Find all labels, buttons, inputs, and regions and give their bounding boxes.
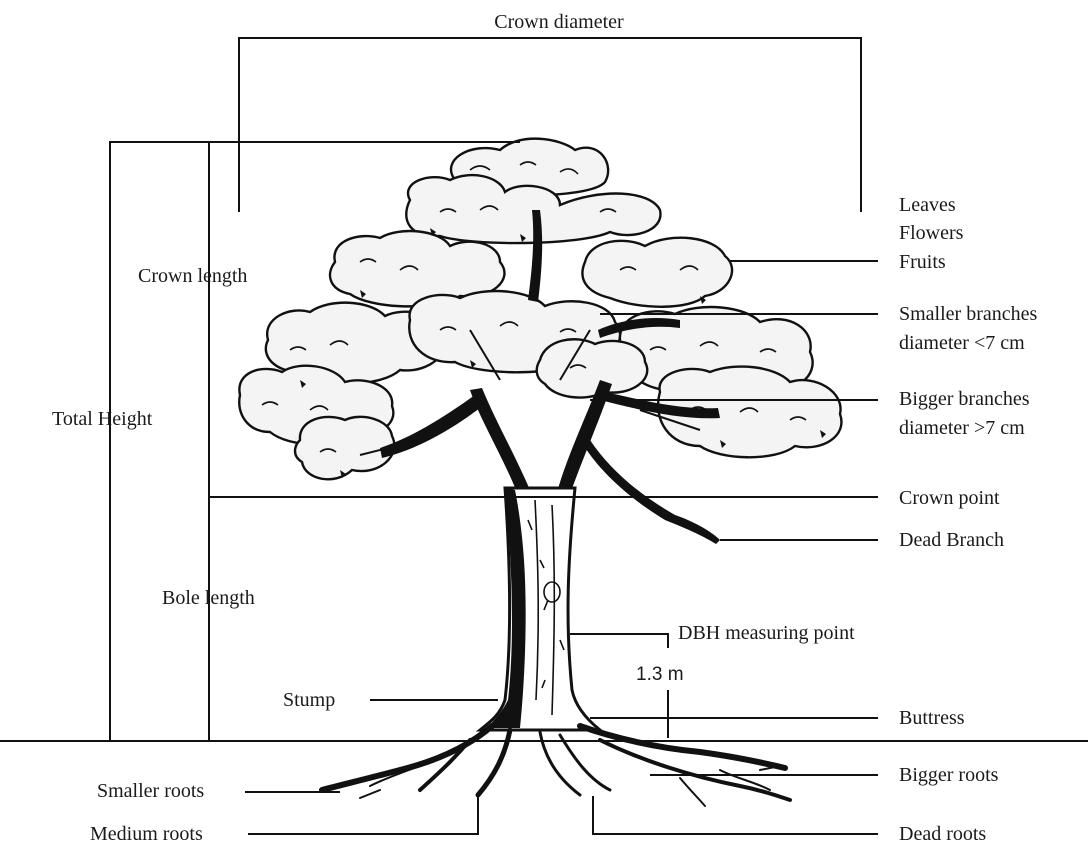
- label-dbh-point: DBH measuring point: [678, 622, 855, 644]
- label-bole-length: Bole length: [162, 587, 255, 609]
- label-crown-point: Crown point: [899, 487, 1000, 509]
- label-smaller-branches: Smaller branches: [899, 303, 1037, 325]
- label-bigger-roots: Bigger roots: [899, 764, 999, 786]
- label-dead-branch: Dead Branch: [899, 529, 1004, 551]
- dead-roots-pointer: [593, 796, 878, 834]
- label-smaller-roots: Smaller roots: [97, 780, 204, 802]
- tree-trunk: [480, 488, 600, 730]
- label-smaller-branches-diameter: diameter <7 cm: [899, 332, 1025, 354]
- label-stump: Stump: [283, 689, 335, 711]
- label-total-height: Total Height: [52, 408, 153, 430]
- label-fruits: Fruits: [899, 251, 946, 273]
- label-dbh-height: 1.3 m: [636, 664, 684, 685]
- label-buttress: Buttress: [899, 707, 965, 729]
- label-dead-roots: Dead roots: [899, 823, 986, 845]
- tree-crown: [239, 139, 841, 480]
- medium-roots-pointer: [248, 796, 478, 834]
- label-bigger-branches: Bigger branches: [899, 388, 1030, 410]
- tree-roots: [322, 726, 790, 806]
- label-medium-roots: Medium roots: [90, 823, 203, 845]
- label-crown-diameter: Crown diameter: [494, 11, 624, 33]
- label-flowers: Flowers: [899, 222, 964, 244]
- label-crown-length: Crown length: [138, 265, 247, 287]
- label-bigger-branches-diameter: diameter >7 cm: [899, 417, 1025, 439]
- label-leaves: Leaves: [899, 194, 956, 216]
